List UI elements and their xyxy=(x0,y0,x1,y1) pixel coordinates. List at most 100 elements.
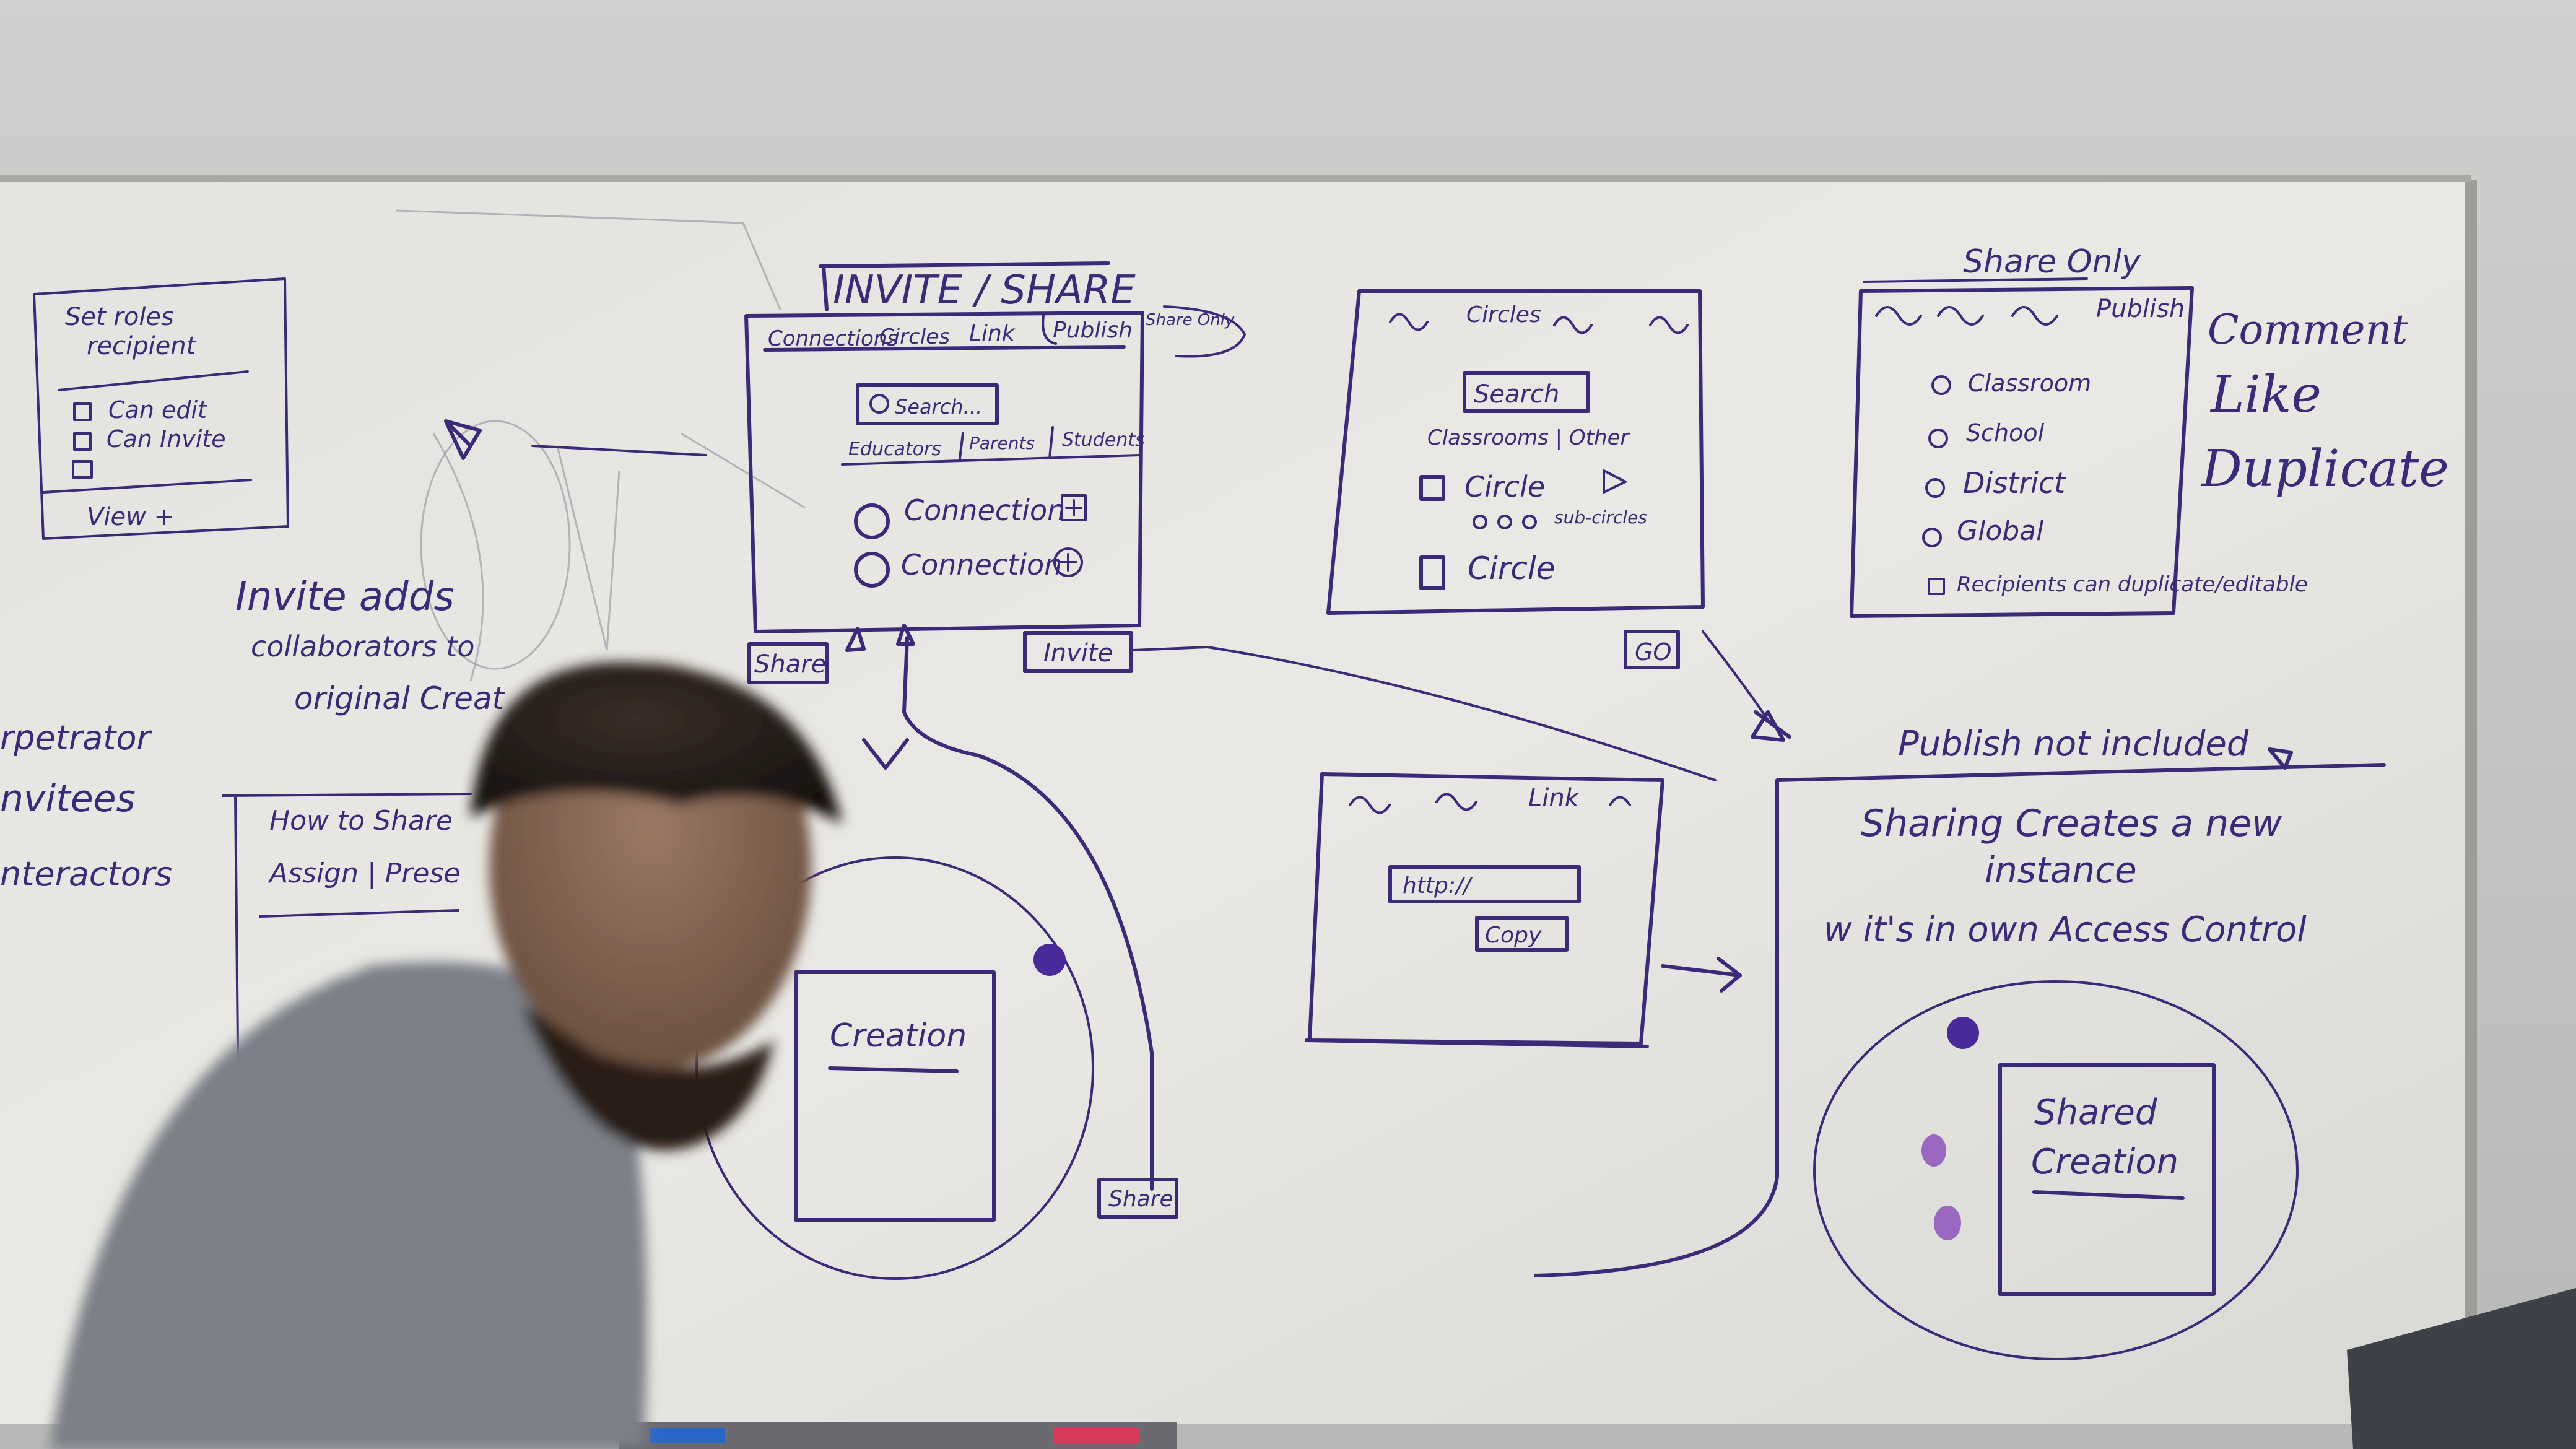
url-field[interactable] xyxy=(1388,865,1581,903)
duplicate-label: Duplicate xyxy=(2200,440,2449,498)
can-invite-label: Can Invite xyxy=(107,425,226,453)
arrow-mark xyxy=(444,419,482,460)
go-button-label: GO xyxy=(1635,638,1671,666)
tab-link[interactable]: Link xyxy=(969,321,1016,346)
school-radio[interactable] xyxy=(1928,429,1948,448)
subcircles-label: sub-circles xyxy=(1554,507,1647,528)
creation-share-button[interactable] xyxy=(1097,1178,1178,1219)
publish-note: Publish not included xyxy=(1898,724,2249,764)
invite-button[interactable] xyxy=(1023,631,1133,673)
circles-search-input[interactable] xyxy=(1463,371,1590,413)
search-input[interactable] xyxy=(856,383,999,425)
copy-button-label: Copy xyxy=(1485,923,1542,948)
connection-radio-1[interactable] xyxy=(854,503,890,539)
invite-note-line3: original Creat xyxy=(294,681,506,716)
creation-share-label: Share xyxy=(1108,1186,1173,1212)
circle-checkbox-1[interactable] xyxy=(1419,475,1445,501)
search-placeholder: Search... xyxy=(895,395,982,419)
invite-note-line2: collaborators to xyxy=(251,630,475,663)
add-connection-1-icon[interactable] xyxy=(1061,494,1087,521)
tab-publish[interactable]: Publish xyxy=(1053,318,1133,343)
shared-creation-box xyxy=(1998,1063,2216,1296)
how-to-share-panel: How to Share Assign | Prese xyxy=(222,793,472,1110)
red-marker xyxy=(1053,1428,1139,1443)
down-arrow xyxy=(862,738,909,770)
option-classroom: Classroom xyxy=(1968,370,2091,397)
invite-note: Invite adds collaborators to original Cr… xyxy=(235,574,506,716)
view-label: View + xyxy=(87,503,175,531)
shared-circle xyxy=(1813,980,2299,1360)
sharing-note-line2: instance xyxy=(1985,849,2137,891)
erased-oval xyxy=(420,420,571,670)
duplicate-checkbox-label: Recipients can duplicate/editable xyxy=(1957,572,2308,597)
circles-tab[interactable]: Circles xyxy=(1466,302,1541,328)
circles-search: Search xyxy=(1474,380,1559,409)
share-only-panel: Share Only Publish Classroom School Dist… xyxy=(1850,243,2308,618)
link-tab[interactable]: Link xyxy=(1528,784,1580,812)
publish-note-arrow xyxy=(2268,747,2293,770)
sharing-note-line1: Sharing Creates a new xyxy=(1861,802,2282,845)
shared-creation-line2: Creation xyxy=(2031,1142,2178,1182)
creation-dot xyxy=(1033,944,1066,976)
filter-parents[interactable]: Parents xyxy=(969,433,1035,453)
person-shirt xyxy=(50,961,647,1449)
url-value: http:// xyxy=(1403,873,1473,899)
invite-share-title: INVITE / SHARE xyxy=(833,268,1136,313)
person-beard xyxy=(520,1003,774,1151)
can-edit-label: Can edit xyxy=(108,396,208,424)
person-hair xyxy=(471,662,842,824)
circle-row-2: Circle xyxy=(1468,550,1556,586)
tab-share-only[interactable]: Share Only xyxy=(1146,311,1235,329)
left-list-item3: nteractors xyxy=(0,855,172,894)
shared-dot-1 xyxy=(1947,1017,1979,1049)
shared-dot-2 xyxy=(1921,1134,1946,1167)
search-icon xyxy=(869,394,889,414)
option-school: School xyxy=(1966,419,2045,446)
connection-row-2: Connection xyxy=(901,548,1062,581)
like-label: Like xyxy=(2209,365,2321,424)
roles-line1: Set roles xyxy=(65,303,174,331)
shared-dot-3 xyxy=(1934,1206,1961,1240)
global-radio[interactable] xyxy=(1922,528,1942,547)
add-connection-2-icon[interactable] xyxy=(1053,547,1083,577)
can-invite-checkbox[interactable] xyxy=(73,432,92,451)
connection-row-1: Connection xyxy=(904,494,1065,527)
option-district: District xyxy=(1963,466,2066,500)
share-button[interactable] xyxy=(747,642,829,684)
filter-educators[interactable]: Educators xyxy=(848,438,941,460)
district-radio[interactable] xyxy=(1925,478,1945,498)
share-only-publish-tab[interactable]: Publish xyxy=(2096,295,2185,323)
circle-row-1: Circle xyxy=(1464,470,1545,503)
duplicate-checkbox[interactable] xyxy=(1928,578,1945,595)
creation-label: Creation xyxy=(830,1017,967,1055)
filter-students[interactable]: Students xyxy=(1062,429,1145,451)
invite-note-line1: Invite adds xyxy=(235,574,455,620)
link-arrow xyxy=(1661,957,1742,993)
extra-checkbox[interactable] xyxy=(72,460,93,479)
classroom-radio[interactable] xyxy=(1931,375,1951,395)
comment-label: Comment xyxy=(2208,306,2408,354)
go-button[interactable] xyxy=(1624,630,1680,669)
invite-flow-line xyxy=(1132,646,1717,781)
tab-connections[interactable]: Connections xyxy=(768,326,898,351)
circles-filter[interactable]: Classrooms | Other xyxy=(1427,425,1630,450)
person xyxy=(50,662,842,1449)
option-global: Global xyxy=(1957,515,2044,547)
tab-circles[interactable]: Circles xyxy=(879,324,950,349)
share-only-heading: Share Only xyxy=(1963,243,2141,281)
board-frame-top xyxy=(0,175,2471,182)
creation-box xyxy=(794,970,996,1222)
erased-marks xyxy=(396,209,806,682)
copy-button[interactable] xyxy=(1475,916,1569,952)
sharing-divider xyxy=(1534,763,2386,1277)
left-list-item1: rpetrator xyxy=(0,718,152,757)
connection-radio-2[interactable] xyxy=(854,552,890,588)
can-edit-checkbox[interactable] xyxy=(73,402,92,421)
expand-icon[interactable] xyxy=(1603,469,1627,494)
roles-line2: recipient xyxy=(87,332,197,360)
how-to-line2: Assign | Prese xyxy=(268,858,460,889)
circle-checkbox-2[interactable] xyxy=(1419,555,1445,590)
shared-creation-line1: Shared xyxy=(2034,1092,2157,1133)
pointer-line xyxy=(531,445,707,456)
